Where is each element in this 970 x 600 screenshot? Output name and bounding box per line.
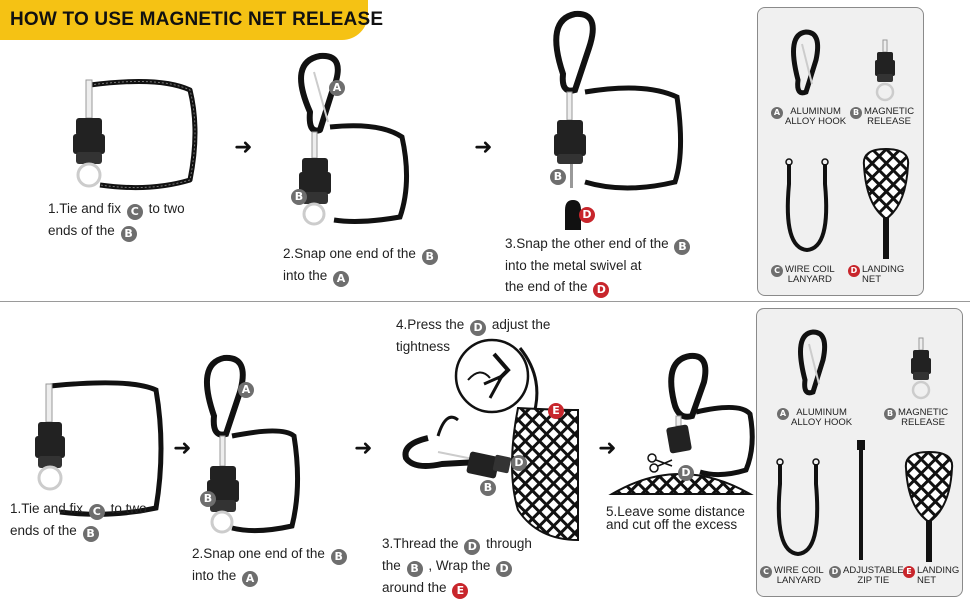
bottom-badge-e: E — [548, 403, 564, 419]
title-banner — [0, 0, 368, 40]
zip-tie-icon — [857, 440, 865, 560]
right-arrow-icon: ➜ — [474, 134, 493, 159]
zoom-circle — [454, 338, 530, 414]
bottom-badge-b3: B — [480, 480, 496, 496]
magnetic-release-icon — [73, 118, 105, 164]
bottom-step2-text: 2.Snap one end of the B into the A — [192, 543, 349, 587]
bottom-badge-d5: D — [678, 465, 694, 481]
magnetic-release-icon — [911, 337, 931, 400]
page-title: HOW TO USE MAGNETIC NET RELEASE — [10, 9, 384, 30]
top-step3-illustration — [553, 10, 684, 230]
bottom-step5-illustration — [608, 352, 755, 495]
bottom-step4-text: 4.Press the D adjust the tightness — [396, 317, 551, 354]
carabiner-icon — [668, 352, 709, 420]
right-arrow-icon: ➜ — [598, 435, 617, 460]
carabiner-icon — [553, 10, 596, 94]
top-step1-illustration — [73, 78, 198, 191]
carabiner-icon — [798, 329, 828, 396]
top-badge-d: D — [579, 207, 595, 223]
bottom-badge-d3: D — [511, 455, 527, 471]
bottom-step1-text: 1.Tie and fix C to two ends of the B — [10, 501, 147, 542]
top-badge-b2: B — [550, 169, 566, 185]
top-step2-text: 2.Snap one end of the B into the A — [283, 243, 440, 287]
row-divider — [0, 301, 970, 302]
carabiner-icon — [791, 29, 821, 96]
bottom-step5-text: 5.Leave some distance and cut off the ex… — [606, 504, 745, 532]
bottom-step3-text: 3.Thread the D through the B , Wrap the … — [382, 536, 532, 599]
bottom-badge-b: B — [200, 491, 216, 507]
landing-net-handle-icon — [565, 200, 581, 230]
top-step1-text: 1.Tie and fix C to two ends of the B — [48, 201, 185, 242]
bottom-badge-a: A — [238, 382, 254, 398]
landing-net-icon — [904, 450, 954, 562]
carabiner-icon — [204, 354, 246, 438]
scissors-icon — [647, 453, 673, 473]
coil-lanyard-icon — [785, 158, 829, 253]
bottom-step3-illustration — [402, 338, 579, 542]
landing-net-icon — [862, 147, 910, 259]
carabiner-icon — [298, 52, 341, 134]
top-step3-text: 3.Snap the other end of the B into the m… — [505, 233, 692, 298]
coil-lanyard-icon — [776, 458, 820, 557]
right-arrow-icon: ➜ — [173, 435, 192, 460]
right-arrow-icon: ➜ — [234, 134, 253, 159]
bottom-step1-illustration — [35, 380, 164, 517]
top-badge-a: A — [329, 80, 345, 96]
right-arrow-icon: ➜ — [354, 435, 373, 460]
magnetic-release-icon — [875, 39, 895, 102]
top-step2-illustration — [298, 52, 409, 226]
top-badge-b: B — [291, 189, 307, 205]
